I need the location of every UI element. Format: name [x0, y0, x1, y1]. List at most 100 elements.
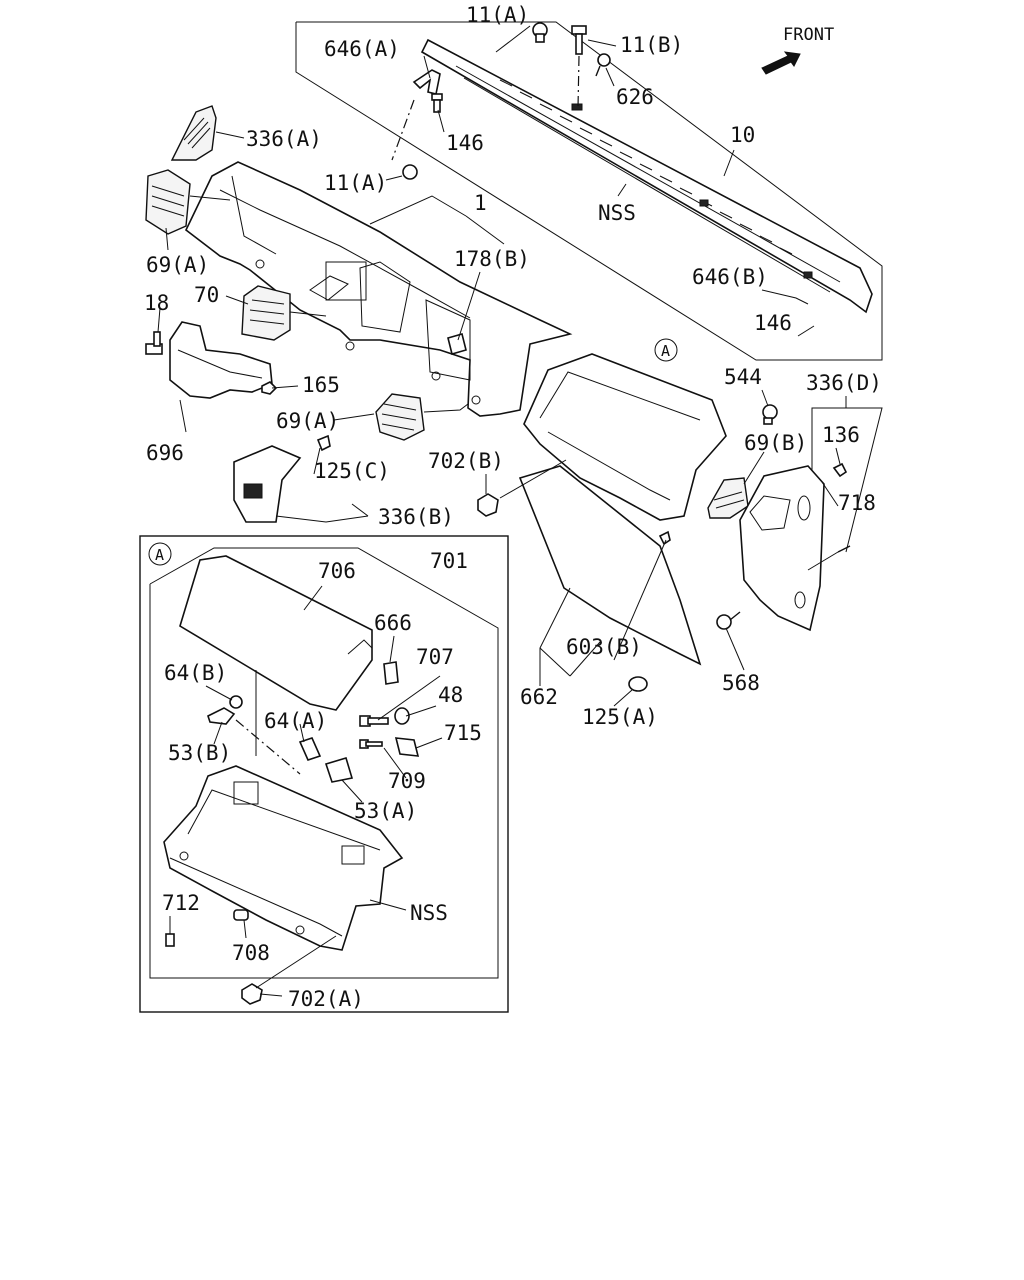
label-48: 48	[438, 683, 463, 707]
front-arrow-icon	[761, 51, 801, 75]
label-11a-mid: 11(A)	[324, 171, 387, 195]
label-64b: 64(B)	[164, 661, 227, 685]
screw-544	[762, 404, 778, 425]
top-panel-10	[420, 38, 873, 314]
bolt-11b	[571, 25, 587, 55]
clip-11a-mid	[402, 164, 418, 180]
label-715: 715	[444, 721, 482, 745]
upper-assembly-boundary	[295, 21, 883, 361]
clip-603b	[658, 530, 671, 546]
label-165: 165	[302, 373, 340, 397]
vent-69a-center	[375, 393, 425, 441]
vent-69a-left	[145, 169, 191, 235]
label-136: 136	[822, 423, 860, 447]
label-53b: 53(B)	[168, 741, 231, 765]
side-cover-336d	[739, 465, 825, 632]
clip-666	[383, 661, 399, 685]
screw-712	[165, 933, 175, 947]
clip-125c	[316, 434, 331, 452]
callout-a-main-letter: A	[661, 342, 670, 360]
label-70: 70	[194, 283, 219, 307]
inset-assembly-boundary	[149, 547, 499, 979]
dash-line-11a	[391, 99, 415, 161]
label-706: 706	[318, 559, 356, 583]
front-direction-indicator: FRONT	[761, 25, 834, 75]
glove-box-lid-706	[179, 555, 373, 711]
clip-136	[832, 462, 848, 478]
label-64a: 64(A)	[264, 709, 327, 733]
label-nss-top: NSS	[598, 201, 636, 225]
bumper-708	[233, 909, 249, 921]
label-702a: 702(A)	[288, 987, 364, 1011]
label-178b: 178(B)	[454, 247, 530, 271]
label-666: 666	[374, 611, 412, 635]
side-vent-336a	[170, 105, 217, 161]
hinge-53b	[207, 707, 236, 725]
label-11a-top: 11(A)	[466, 3, 529, 27]
label-568: 568	[722, 671, 760, 695]
hinge-53a	[324, 757, 354, 783]
label-708: 708	[232, 941, 270, 965]
nut-48	[394, 707, 410, 725]
label-336d: 336(D)	[806, 371, 882, 395]
label-646a: 646(A)	[324, 37, 400, 61]
damper-64a	[298, 737, 322, 761]
label-125a: 125(A)	[582, 705, 658, 729]
vent-70	[241, 285, 291, 341]
screw-146-top	[431, 93, 443, 113]
pin-718	[837, 545, 851, 553]
lower-cover-336b	[233, 445, 302, 523]
bracket-646a	[412, 69, 441, 95]
lower-cover-662	[518, 465, 702, 666]
label-626: 626	[616, 85, 654, 109]
label-69a-left: 69(A)	[146, 253, 209, 277]
label-69b: 69(B)	[744, 431, 807, 455]
label-125c: 125(C)	[314, 459, 390, 483]
label-146-right: 146	[754, 311, 792, 335]
nut-702b	[477, 493, 499, 517]
bolt-707	[359, 715, 389, 727]
label-718: 718	[838, 491, 876, 515]
bracket-178b	[447, 333, 467, 355]
label-603b: 603(B)	[566, 635, 642, 659]
dash-line-11b	[577, 55, 580, 109]
label-662: 662	[520, 685, 558, 709]
label-18: 18	[144, 291, 169, 315]
label-53a: 53(A)	[354, 799, 417, 823]
label-712: 712	[162, 891, 200, 915]
nut-702a	[241, 983, 263, 1005]
label-544: 544	[724, 365, 762, 389]
label-709: 709	[388, 769, 426, 793]
vent-69b	[707, 477, 749, 519]
callout-a-inset: A	[148, 542, 172, 566]
screw-568	[716, 611, 741, 630]
front-label: FRONT	[783, 25, 834, 45]
washer-64b	[229, 695, 243, 709]
label-336a: 336(A)	[246, 127, 322, 151]
label-146-top: 146	[446, 131, 484, 155]
leader-lines	[157, 25, 847, 997]
label-69a-mid: 69(A)	[276, 409, 339, 433]
screw-626	[595, 53, 611, 77]
clip-125a	[628, 676, 648, 692]
label-707: 707	[416, 645, 454, 669]
part-labels: 11(A) 11(B) 646(A) 626 10 146 336(A) 11(…	[144, 3, 882, 1011]
callout-a-main: A	[654, 338, 678, 362]
label-702b: 702(B)	[428, 449, 504, 473]
glove-box-frame	[163, 765, 404, 951]
nut-165	[261, 381, 278, 395]
glove-box-assembly	[523, 353, 727, 521]
side-cover-group-line	[811, 407, 883, 553]
label-336b: 336(B)	[378, 505, 454, 529]
label-646b: 646(B)	[692, 265, 768, 289]
label-1: 1	[474, 191, 487, 215]
latch-715	[394, 737, 420, 757]
label-nss-box: NSS	[410, 901, 448, 925]
dash-line-53	[235, 719, 301, 775]
inset-detail-box	[139, 535, 509, 1013]
bolt-709	[359, 739, 383, 749]
bolt-18	[145, 331, 163, 355]
label-10: 10	[730, 123, 755, 147]
label-11b: 11(B)	[620, 33, 683, 57]
